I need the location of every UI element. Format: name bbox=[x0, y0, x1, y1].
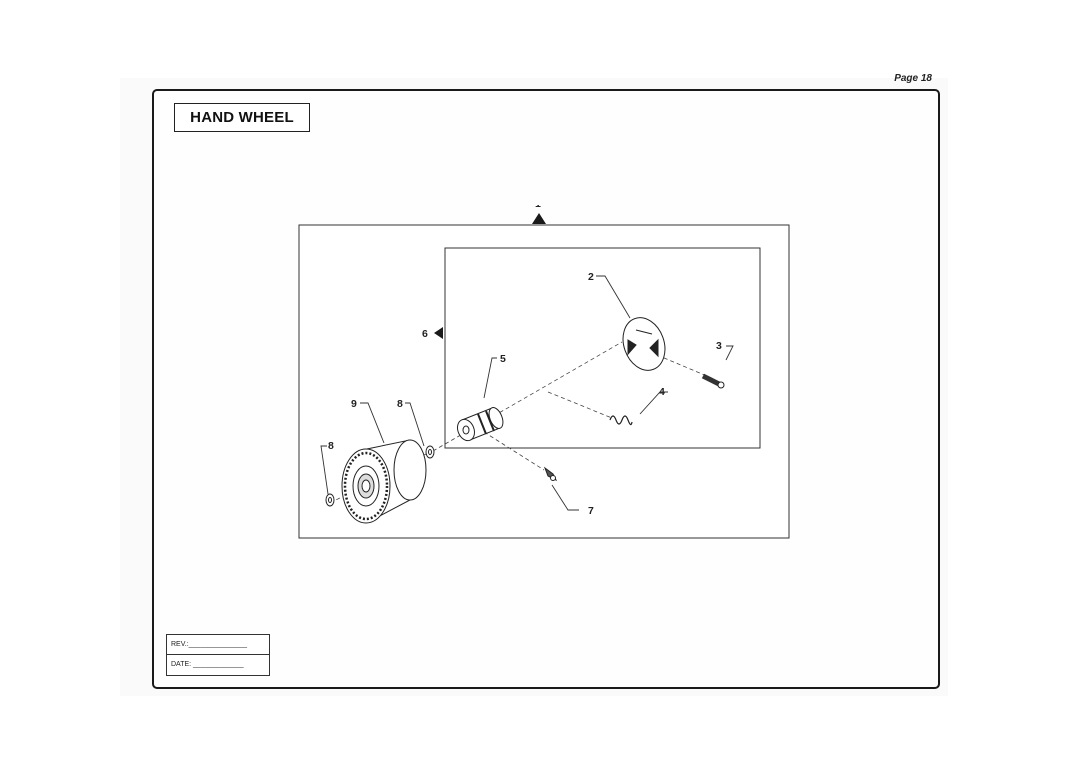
leader-2 bbox=[596, 275, 631, 319]
hub-part bbox=[457, 407, 504, 442]
set-screw-part bbox=[543, 466, 558, 482]
washer-inner-part bbox=[425, 445, 435, 459]
hand-wheel-part bbox=[341, 439, 427, 524]
leader-8-inner bbox=[405, 402, 425, 447]
exploded-parts-diagram: 1 2 3 4 5 6 7 8 8 9 bbox=[298, 205, 790, 539]
callout-7: 7 bbox=[588, 505, 594, 517]
callout-5: 5 bbox=[500, 353, 506, 365]
rev-field: REV.:_______________ bbox=[171, 641, 248, 648]
callout-3: 3 bbox=[716, 340, 722, 352]
subassembly-marker-icon bbox=[434, 327, 443, 339]
callout-6: 6 bbox=[422, 328, 428, 340]
leader-8-outer bbox=[320, 445, 329, 495]
leader-9 bbox=[360, 402, 385, 444]
callout-8-inner: 8 bbox=[397, 398, 403, 410]
assembly-marker-icon bbox=[532, 213, 546, 224]
revision-block: REV.:_______________ DATE: _____________ bbox=[166, 634, 270, 676]
handle-disc-part bbox=[622, 317, 666, 371]
leader-3 bbox=[725, 345, 734, 361]
callout-2: 2 bbox=[588, 271, 594, 283]
callout-9: 9 bbox=[351, 398, 357, 410]
leader-7 bbox=[551, 484, 579, 511]
leader-4 bbox=[639, 391, 668, 415]
page-title: HAND WHEEL bbox=[190, 109, 294, 126]
title-box: HAND WHEEL bbox=[174, 103, 310, 132]
pin-part bbox=[701, 373, 725, 389]
callout-8-outer: 8 bbox=[328, 440, 334, 452]
callout-1: 1 bbox=[535, 205, 541, 210]
washer-outer-part bbox=[325, 493, 335, 507]
date-field: DATE: _____________ bbox=[167, 654, 269, 674]
leader-5 bbox=[483, 357, 497, 399]
spring-part bbox=[609, 415, 633, 426]
page-number: Page 18 bbox=[894, 73, 932, 84]
